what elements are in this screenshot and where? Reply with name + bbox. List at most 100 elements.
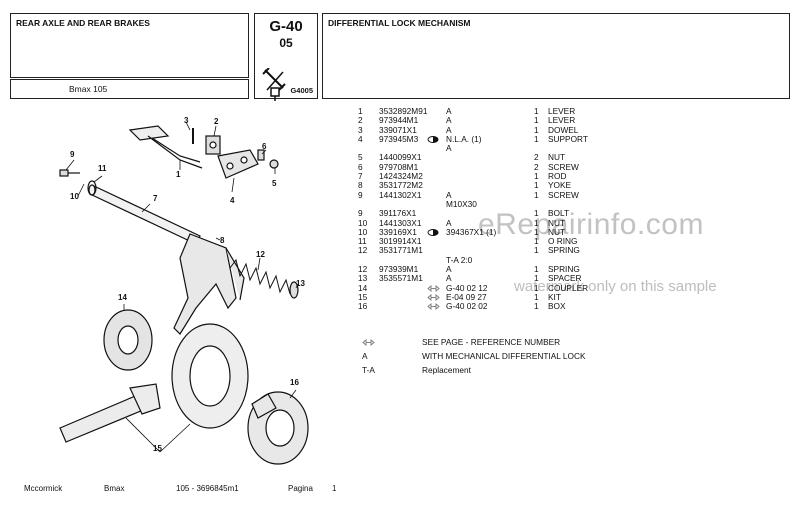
callout-12: 12 [256,250,265,259]
callout-7: 7 [153,194,158,203]
part-quantity: 1 [534,124,539,135]
legend-text: SEE PAGE - REFERENCE NUMBER [422,337,561,347]
figure-code: G4005 [290,86,313,95]
part-quantity: 1 [534,273,539,284]
callout-14: 14 [118,293,127,302]
part-description: SPRING [548,264,580,275]
part-reference: 1441303X1 [379,217,422,228]
part-reference: 3531771M1 [379,245,423,256]
box-part-16 [247,391,309,465]
part-row: A [358,143,658,154]
callout-13: 13 [296,279,305,288]
part-quantity: 1 [534,115,539,126]
part-description: BOX [548,301,566,312]
part-quantity: 2 [534,161,539,172]
part-quantity: 1 [534,217,539,228]
callout-6: 6 [262,142,267,151]
part-reference: 1424324M2 [379,171,423,182]
part-description: YOKE [548,180,572,191]
part-quantity: 2 [534,152,539,163]
part-position: 5 [358,152,363,163]
legend-text: Replacement [422,365,471,375]
part-position: 10 [358,217,368,228]
watermark-note: watermark only on this sample [514,278,717,295]
part-quantity: 1 [534,180,539,191]
part-description: BOLT [548,208,570,219]
part-note: N.L.A. (1) [446,133,482,144]
exploded-diagram [59,121,309,465]
part-description: SPRING [548,245,580,256]
part-reference: 1440099X1 [379,152,422,163]
part-position: 16 [358,301,368,312]
part-note: A [446,273,452,284]
part-quantity: 1 [534,133,539,144]
part-position: 8 [358,180,363,191]
part-position: 2 [358,115,363,126]
part-description: ROD [548,171,567,182]
part-note: G-40 02 02 [446,301,488,312]
part-quantity: 1 [534,208,539,219]
o-ring-part-11 [87,180,97,196]
part-note: M10X30 [446,198,477,209]
part-position: 12 [358,245,368,256]
see-page-icon [362,338,375,348]
nut-part-5 [269,159,279,169]
callout-4: 4 [230,196,235,205]
not-available-icon [427,135,439,145]
model-label: Bmax 105 [69,84,108,94]
part-row: T-A 2:0 [358,255,658,265]
callout-1: 1 [176,170,181,179]
see-page-icon [427,293,440,303]
part-note: 394367X1 (1) [446,226,497,237]
legend-symbol: A [362,351,368,361]
pinion-shaft-part-15 [59,383,161,443]
part-position: 7 [358,171,363,182]
part-quantity: 1 [534,282,539,293]
group-code-box: G-40 05 G4005 [254,13,318,101]
screw-part-6 [257,149,265,161]
not-available-icon [427,228,439,238]
part-reference: 979708M1 [379,161,419,172]
part-position: 6 [358,161,363,172]
part-note: A [446,143,452,154]
see-page-icon [427,284,440,294]
part-reference: 339071X1 [379,124,417,135]
part-description: SPACER [548,273,582,284]
part-description: SUPPORT [548,133,588,144]
part-description: O RING [548,236,578,247]
screw-part-9 [59,169,80,177]
part-note: A [446,106,452,116]
lever-part-2 [205,135,221,155]
part-description: KIT [548,291,561,302]
part-quantity: 1 [534,264,539,275]
group-code: G-40 [269,18,303,35]
footer-page-label: Pagina [288,484,313,493]
part-description: LEVER [548,115,576,126]
callout-10: 10 [70,192,79,201]
callout-16: 16 [290,378,299,387]
part-description: SCREW [548,189,579,200]
part-reference: 339169X1 [379,226,417,237]
footer-brand: Mccormick [24,484,63,493]
part-position: 15 [358,291,368,302]
part-position: 13 [358,273,368,284]
part-quantity: 1 [534,236,539,247]
group-sub: 05 [279,36,293,50]
part-note: A [446,189,452,200]
coupler-part-14 [103,309,153,371]
model-box: Bmax 105 [10,79,249,99]
watermark-site: eRepairinfo.com [478,208,704,241]
part-row: M10X30 [358,198,658,209]
